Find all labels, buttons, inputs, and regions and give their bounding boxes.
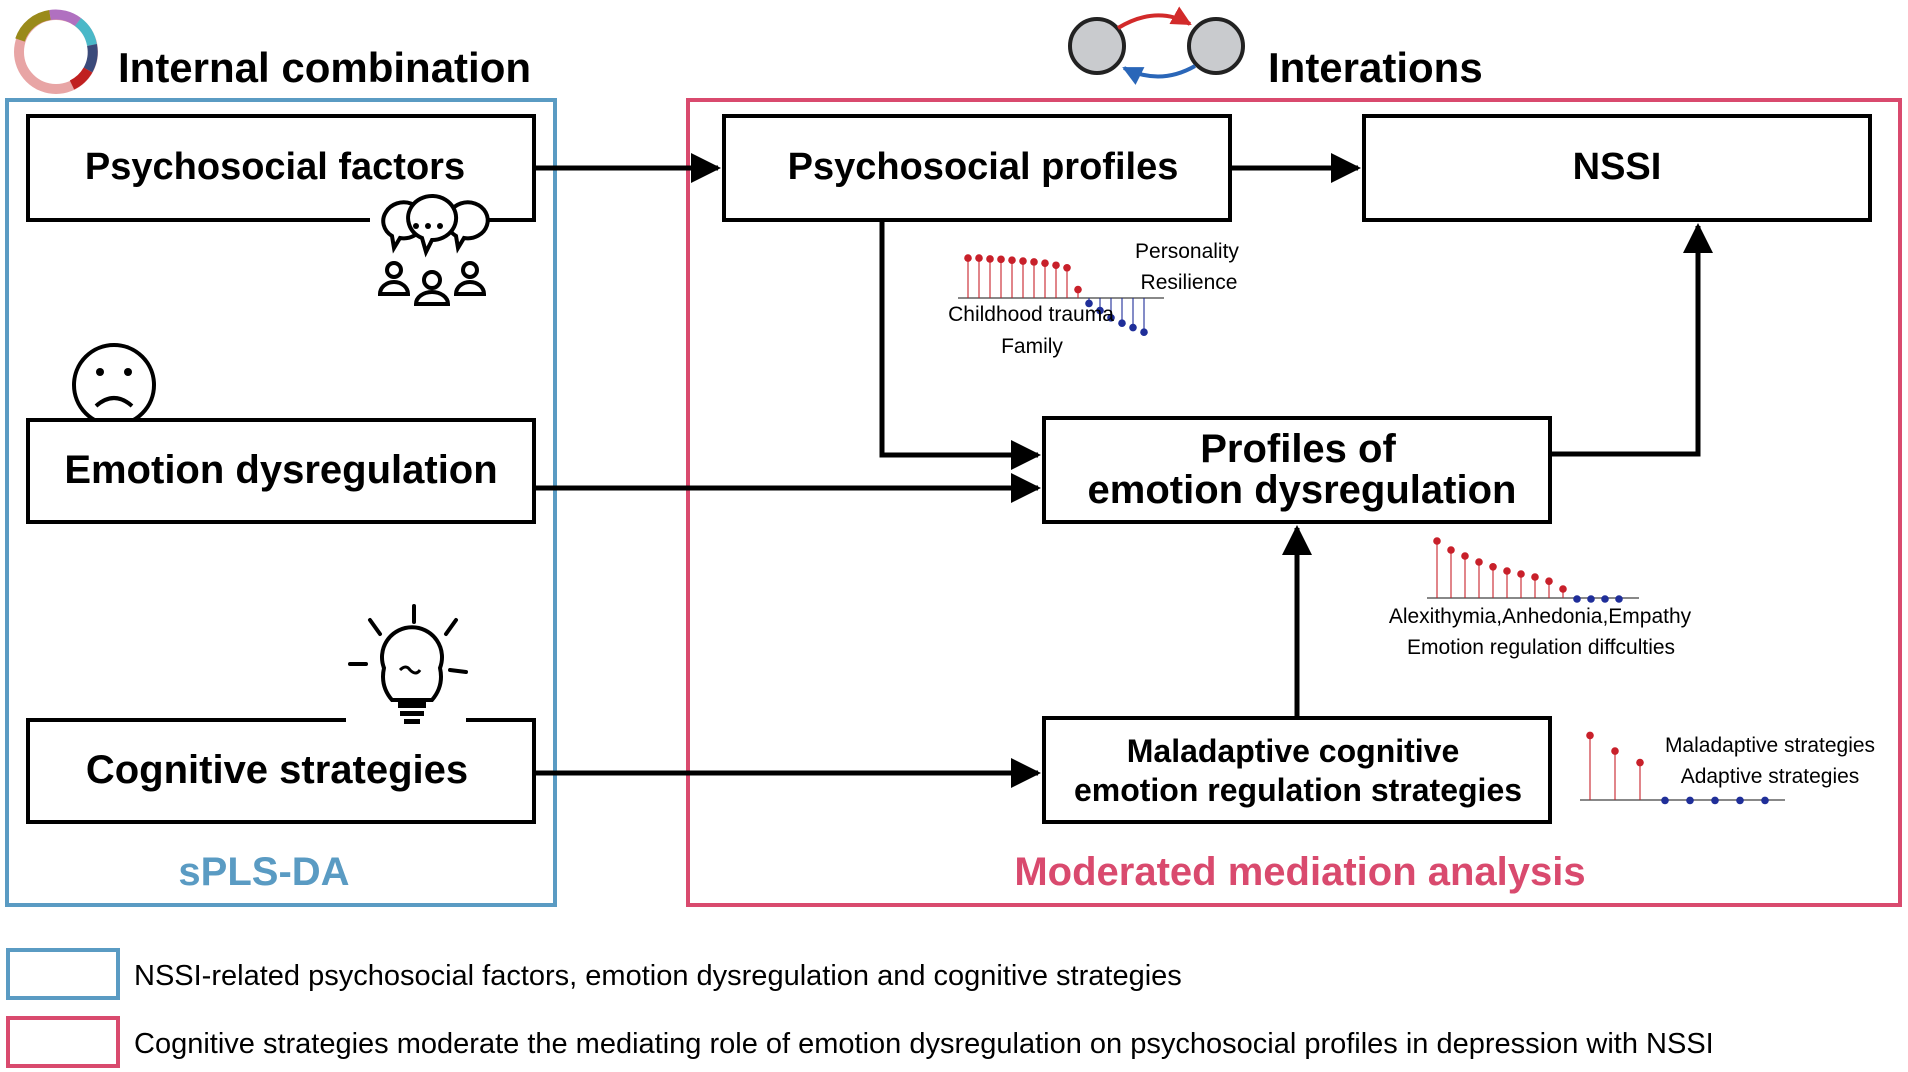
color-ring-icon bbox=[14, 9, 98, 94]
arrow-emotion-profiles-to-nssi bbox=[1550, 223, 1713, 457]
lollipop-point bbox=[1008, 256, 1016, 265]
emotion-dysregulation-box: Emotion dysregulation bbox=[26, 418, 536, 524]
lollipop-point bbox=[1129, 323, 1137, 332]
label-family: Family bbox=[1001, 335, 1063, 358]
lollipop-point bbox=[1559, 585, 1567, 593]
lollipop-point bbox=[1475, 558, 1483, 566]
nssi-text: NSSI bbox=[1573, 146, 1662, 188]
lollipop-chart-emotion bbox=[1427, 537, 1639, 603]
psychosocial-profiles-box: Psychosocial profiles bbox=[722, 114, 1232, 222]
lollipop-point bbox=[1531, 573, 1539, 581]
lollipop-point bbox=[1736, 796, 1744, 805]
lollipop-point bbox=[1636, 758, 1644, 767]
lightbulb-icon bbox=[346, 604, 468, 730]
psychosocial-factors-box: Psychosocial factors bbox=[26, 114, 536, 222]
emotion-profiles-line1: Profiles of bbox=[1200, 427, 1396, 471]
lollipop-point bbox=[986, 255, 994, 263]
lollipop-point bbox=[1711, 796, 1719, 805]
lollipop-point bbox=[1019, 257, 1027, 265]
legend-pink-swatch bbox=[6, 1016, 120, 1068]
nssi-box: NSSI bbox=[1362, 114, 1872, 222]
legend-blue-text: NSSI-related psychosocial factors, emoti… bbox=[134, 960, 1182, 992]
left-panel-frame bbox=[5, 98, 557, 907]
cognitive-strategies-box: Cognitive strategies bbox=[26, 718, 536, 824]
header-internal-combination: Internal combination bbox=[118, 44, 531, 91]
lollipop-point bbox=[1052, 261, 1060, 270]
lollipop-chart-psychosocial bbox=[958, 254, 1164, 337]
lollipop-point bbox=[1063, 263, 1071, 272]
label-childhood-trauma: Childhood trauma bbox=[948, 303, 1114, 326]
cognitive-strategies-text: Cognitive strategies bbox=[86, 748, 468, 792]
lollipop-point bbox=[1107, 314, 1115, 322]
lollipop-point bbox=[1545, 577, 1553, 585]
label-alexithymia: Alexithymia,Anhedonia,Empathy bbox=[1389, 605, 1692, 628]
lollipop-point bbox=[1601, 595, 1609, 603]
emotion-dysregulation-text: Emotion dysregulation bbox=[64, 448, 497, 492]
lollipop-point bbox=[1586, 731, 1594, 740]
lollipop-point bbox=[1587, 595, 1595, 603]
lollipop-point bbox=[975, 254, 983, 262]
emotion-profiles-line2: emotion dysregulation bbox=[1088, 468, 1517, 512]
lollipop-point bbox=[1661, 796, 1669, 805]
lollipop-point bbox=[964, 254, 972, 262]
lollipop-point bbox=[1615, 595, 1623, 603]
legend-blue-swatch bbox=[6, 948, 120, 1000]
lollipop-point bbox=[1461, 552, 1469, 560]
emotion-profiles-box: Profiles of emotion dysregulation bbox=[1042, 416, 1552, 524]
lollipop-point bbox=[1433, 537, 1441, 545]
lollipop-point bbox=[997, 255, 1005, 264]
lollipop-point bbox=[1118, 319, 1126, 328]
header-interations: Interations bbox=[1268, 44, 1483, 91]
arrows bbox=[534, 153, 1713, 788]
interaction-cycle-icon bbox=[1068, 6, 1245, 85]
lollipop-point bbox=[1096, 306, 1104, 315]
label-resilience: Resilience bbox=[1141, 271, 1238, 294]
lollipop-point bbox=[1085, 299, 1093, 308]
label-personality: Personality bbox=[1135, 240, 1239, 263]
label-maladaptive-strategies: Maladaptive strategies bbox=[1665, 734, 1875, 757]
moderated-mediation-label: Moderated mediation analysis bbox=[1014, 850, 1585, 894]
maladaptive-line2: emotion regulation strategies bbox=[1074, 772, 1522, 808]
lollipop-point bbox=[1761, 796, 1769, 805]
right-panel-frame bbox=[686, 98, 1902, 907]
maladaptive-strategies-box: Maladaptive cognitive emotion regulation… bbox=[1042, 716, 1552, 824]
chat-group-icon bbox=[370, 194, 490, 306]
sad-face-icon bbox=[72, 343, 156, 427]
lollipop-point bbox=[1611, 747, 1619, 755]
lollipop-point bbox=[1041, 259, 1049, 267]
lollipop-point bbox=[1573, 595, 1581, 603]
label-adaptive-strategies: Adaptive strategies bbox=[1681, 765, 1860, 788]
lollipop-point bbox=[1447, 546, 1455, 554]
spls-da-label: sPLS-DA bbox=[178, 850, 349, 894]
arrow-profiles-to-emotion bbox=[879, 220, 1041, 470]
lollipop-point bbox=[1489, 563, 1497, 571]
lollipop-point bbox=[1503, 567, 1511, 575]
lollipop-chart-strategies bbox=[1580, 731, 1785, 805]
legend-pink-text: Cognitive strategies moderate the mediat… bbox=[134, 1028, 1714, 1060]
lollipop-point bbox=[1686, 796, 1694, 805]
maladaptive-line1: Maladaptive cognitive bbox=[1127, 733, 1460, 769]
lollipop-point bbox=[1030, 258, 1038, 266]
lollipop-point bbox=[1140, 328, 1148, 337]
lollipop-point bbox=[1517, 570, 1525, 578]
label-emotion-regulation-difficulties: Emotion regulation diffculties bbox=[1407, 636, 1675, 659]
psychosocial-factors-text: Psychosocial factors bbox=[85, 146, 465, 188]
psychosocial-profiles-text: Psychosocial profiles bbox=[788, 146, 1179, 188]
lollipop-point bbox=[1074, 285, 1082, 294]
